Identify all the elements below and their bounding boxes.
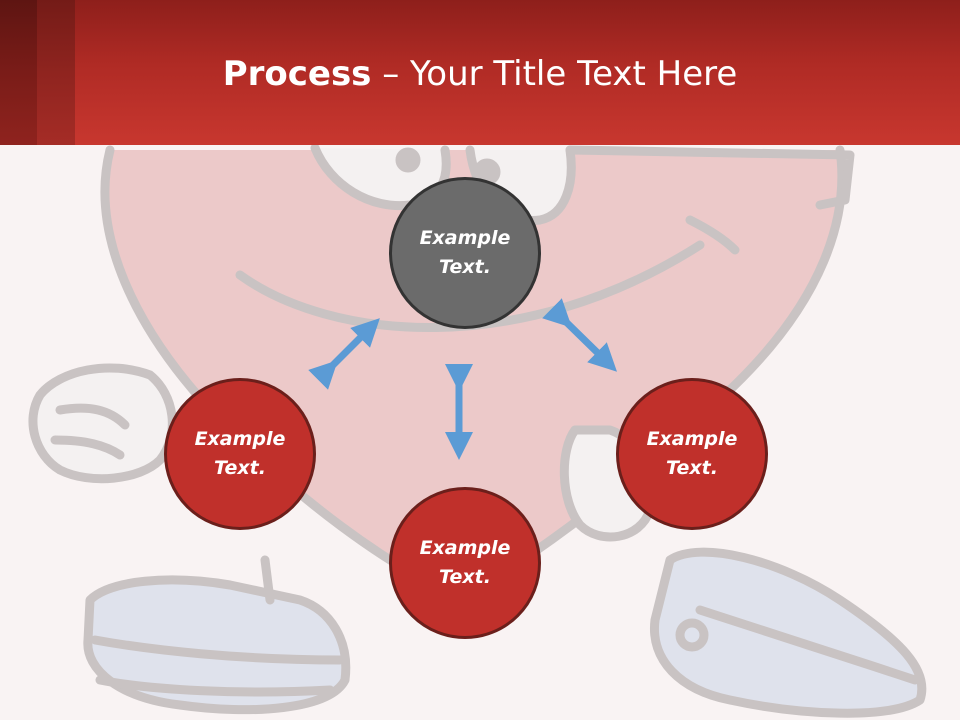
double-arrow-top-right — [542, 298, 618, 372]
slide-title: Process – Your Title Text Here — [0, 52, 960, 96]
header-accent-stripe — [37, 0, 75, 145]
double-arrow-top-left — [308, 318, 380, 390]
cartoon-heart-character-icon — [28, 145, 927, 718]
header-accent-stripe — [0, 0, 37, 145]
title-bold: Process — [222, 54, 372, 94]
title-bar — [0, 0, 960, 145]
title-rest: – Your Title Text Here — [371, 54, 738, 94]
